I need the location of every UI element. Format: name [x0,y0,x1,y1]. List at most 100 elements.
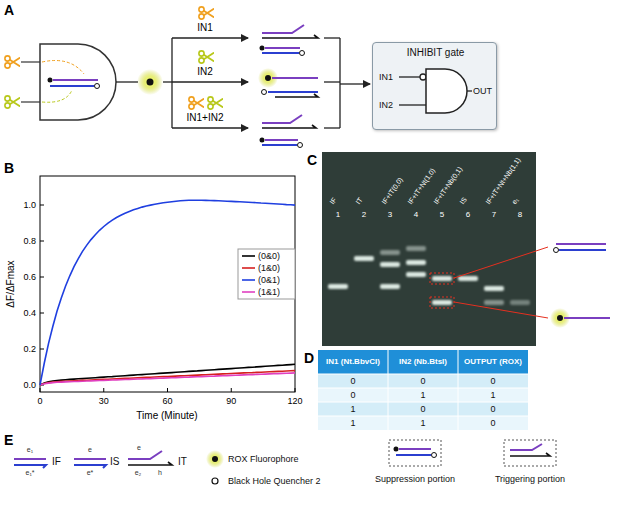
tick-label: 0.0 [23,380,36,390]
gel-image-part-part [354,256,374,261]
input-gate-part [21,61,40,62]
input-gate-part [5,96,20,108]
legend-icon-part [212,478,218,484]
tick-label: 30 [99,396,109,406]
portion-outline-part [510,444,542,450]
panel-letter: D [304,350,314,366]
scissors-icon-part [199,51,214,63]
truth-table-part [318,350,528,430]
portion-outline-part [396,454,431,456]
input-gate-part [42,61,84,75]
dna-result-part [265,47,300,49]
chart-legend-box-part [242,291,255,293]
table-cell: 1 [490,390,495,400]
inhibit-gate-symbol-part [426,69,467,113]
input-gate-part [50,85,94,87]
table-cell: 0 [350,376,355,386]
band-icon-part [557,315,563,321]
output-signal-part [116,81,138,82]
dna-result-part [272,77,318,79]
gel-image-part [430,273,454,284]
dna-result [258,25,318,148]
legend-icon-part [206,450,224,468]
table-cell: 0 [420,376,425,386]
tick-label: 0.8 [23,236,36,246]
dna-result-part [300,51,305,56]
table-header: IN2 (Nb.BtsI) [391,358,455,367]
strand-label: e* [87,469,94,477]
panel-letter: B [4,160,14,176]
input-gate-part [40,44,116,120]
dna-result-part [262,25,304,33]
portion-outline-part [389,440,441,466]
portion-outline [480,438,580,468]
table-cell: 1 [350,418,355,428]
gel-image-part [454,302,548,318]
gel-image-part-part [380,250,400,255]
dna-result-part [265,75,271,81]
panel-letter: A [4,2,14,18]
input-label: IN1 [197,22,213,34]
legend-text: (1&1) [258,287,280,297]
truth-table-part [318,388,528,402]
lane-number: 7 [492,210,496,219]
tick-label: 60 [162,396,172,406]
gel-image [322,152,548,346]
output-signal-part [137,69,163,95]
band-icon [550,244,610,328]
merge-bracket [324,38,370,128]
dna-result-part [265,139,298,141]
dna-result-part [262,115,302,123]
gel-image-part-part [484,286,504,291]
chart-axes-part [40,205,44,385]
legend-text: IS [110,456,119,468]
legend-text: IF [52,456,61,468]
scissors-icon-part [189,97,204,109]
band-icon-part [554,248,559,253]
legend-icon-part [14,465,46,468]
input-gate-part [5,56,20,68]
portion-box: Triggering portion [480,438,580,486]
inhibit-gate-symbol-part [399,76,420,77]
strand-label: e [137,444,141,452]
tick-label: 90 [226,396,236,406]
lane-number: 4 [414,210,418,219]
merge-bracket-part [324,81,340,82]
output-signal-part [171,38,172,128]
inhibit-gate-symbol-part [467,90,472,91]
chart-curves [40,200,295,385]
legend-text: Black Hole Quencher 2 [228,476,321,486]
lane-number: 8 [518,210,522,219]
legend-text: (1&0) [258,263,280,273]
strand-label: e [88,446,92,454]
gate-pin-label: IN1 [379,72,393,82]
portion-outline [365,438,465,468]
panel-letter: C [307,152,317,168]
input-gate-part [48,78,53,83]
scissors-icon [189,7,223,109]
merge-bracket-part [324,127,340,128]
output-signal-part [172,127,248,128]
legend-icon-part [212,456,218,462]
gate-pin-label: IN2 [379,100,393,110]
strand-label: e₁* [26,469,35,477]
output-signal-part [163,81,172,82]
table-cell: 1 [420,418,425,428]
dna-result-part [262,125,316,128]
input-gate-part [95,84,100,89]
gel-image-part-part [380,262,400,267]
portion-outline-part [504,440,556,466]
input-gate [5,44,116,120]
lane-number: 1 [336,210,340,219]
inhibit-gate-symbol-part [399,104,426,105]
strand-label: e₁ [27,446,33,454]
truth-table [318,350,528,430]
chart-legend-box-part [242,279,255,281]
tick-label: 0 [37,396,42,406]
legend-icon-part [74,465,106,468]
table-cell: 0 [490,418,495,428]
output-signal-part [147,79,154,86]
inhibit-gate-symbol-part [420,74,426,80]
data-curve [40,371,295,385]
